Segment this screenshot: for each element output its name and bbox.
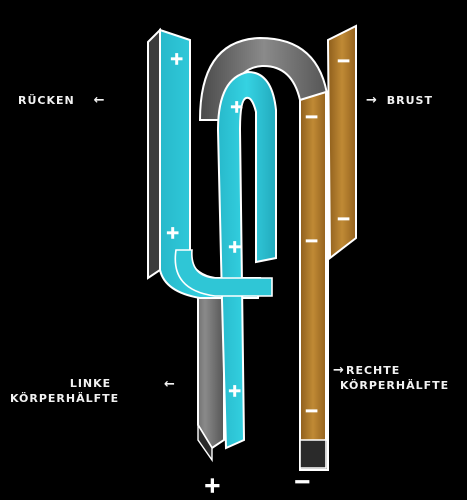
- grey-left-lower: [185, 279, 225, 450]
- arrow-right-icon: →: [366, 93, 378, 108]
- plus-sign: +: [228, 237, 241, 256]
- label-linke-koerperhaelfte: LINKE KÖRPERHÄLFTE: [10, 376, 119, 406]
- label-rechte-line2: KÖRPERHÄLFTE: [340, 379, 450, 392]
- minus-sign: −: [337, 209, 350, 228]
- minus-sign: −: [337, 51, 350, 70]
- cyan-lower-loop: [174, 249, 273, 297]
- arrow-left-icon: ←: [93, 93, 106, 108]
- plus-sign: +: [228, 381, 241, 400]
- cyan-inner-arch: [216, 70, 277, 450]
- plus-sign: +: [230, 97, 243, 116]
- minus-sign: −: [305, 231, 318, 250]
- arrow-left-icon: ←: [164, 377, 176, 392]
- grey-right-side: [299, 439, 327, 469]
- label-rechte-line1: RECHTE: [346, 364, 401, 377]
- bottom-plus-terminal: +: [204, 473, 221, 497]
- label-brust-text: BRUST: [386, 94, 433, 107]
- label-linke-line1: LINKE: [69, 377, 112, 390]
- grey-left-pillar: [147, 27, 161, 280]
- label-linke-line2: KÖRPERHÄLFTE: [10, 392, 120, 405]
- bottom-minus-terminal: −: [294, 469, 311, 493]
- label-rechte-koerperhaelfte: RECHTE KÖRPERHÄLFTE: [340, 363, 449, 393]
- arrow-right-icon: →: [333, 363, 345, 378]
- label-brust: → BRUST: [366, 93, 433, 108]
- brown-right-lower: [299, 90, 327, 450]
- minus-sign: −: [305, 401, 318, 420]
- plus-sign: +: [166, 223, 179, 242]
- label-ruecken: RÜCKEN ←: [18, 93, 105, 108]
- plus-sign: +: [170, 49, 183, 68]
- grey-left-side: [197, 422, 213, 463]
- minus-sign: −: [305, 107, 318, 126]
- brown-right-pillar: [326, 24, 357, 261]
- label-ruecken-text: RÜCKEN: [18, 94, 75, 107]
